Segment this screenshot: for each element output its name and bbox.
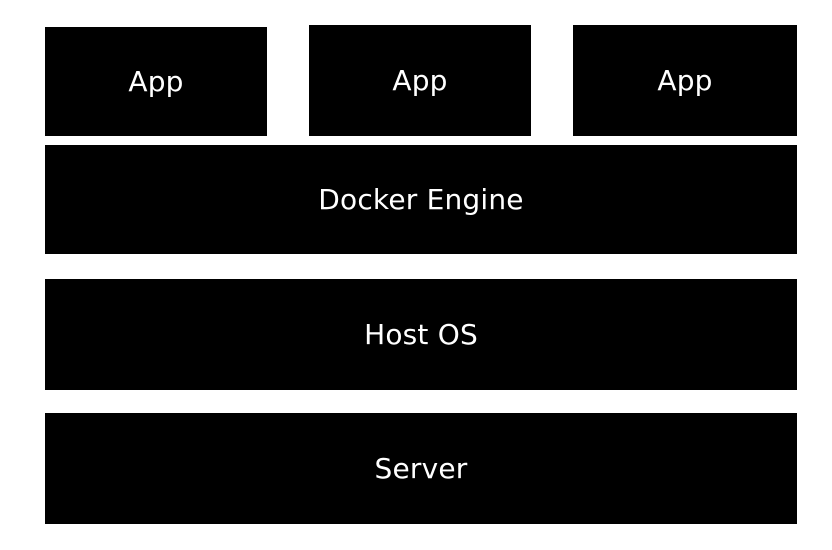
app-label-2: App bbox=[392, 63, 448, 97]
docker-engine-layer: Docker Engine bbox=[45, 145, 797, 254]
app-block-3: App bbox=[573, 25, 797, 136]
host-os-layer: Host OS bbox=[45, 279, 797, 390]
docker-engine-label: Docker Engine bbox=[318, 182, 524, 216]
app-label-3: App bbox=[657, 63, 713, 97]
app-block-1: App bbox=[45, 27, 267, 136]
host-os-label: Host OS bbox=[364, 317, 478, 351]
server-label: Server bbox=[374, 451, 468, 485]
app-label-1: App bbox=[128, 64, 184, 98]
server-layer: Server bbox=[45, 413, 797, 524]
app-block-2: App bbox=[309, 25, 531, 136]
